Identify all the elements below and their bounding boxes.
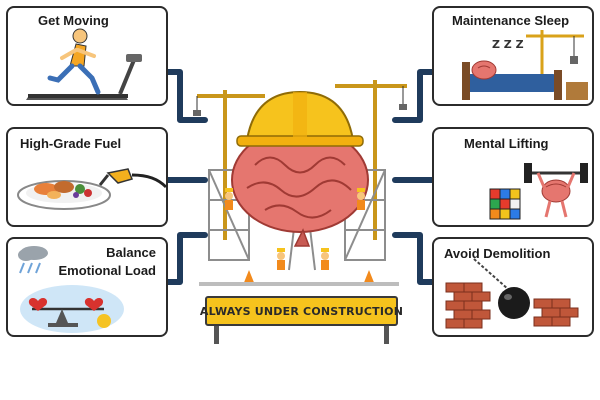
card-title: Maintenance Sleep xyxy=(452,13,570,28)
card-title: High-Grade Fuel xyxy=(20,136,122,151)
treadmill-runner-icon xyxy=(26,28,142,100)
wrecking-ball-brick-wall-icon xyxy=(445,258,579,329)
card-title-line1: Balance xyxy=(106,245,156,260)
crane-icon xyxy=(193,80,407,240)
brain-under-construction-illustration xyxy=(193,80,407,286)
food-plate-fuel-nozzle-icon xyxy=(17,168,168,210)
heart-scale-icon xyxy=(18,246,124,333)
card-balance-emotional-load: Balance Emotional Load xyxy=(6,237,168,337)
sleeping-brain-bed-icon: Z Z Z xyxy=(462,30,588,100)
card-title: Avoid Demolition xyxy=(444,246,551,261)
card-get-moving: Get Moving xyxy=(6,6,168,106)
card-avoid-demolition: Avoid Demolition xyxy=(432,237,594,337)
card-title-line2: Emotional Load xyxy=(58,263,157,278)
sign-text: ALWAYS UNDER CONSTRUCTION xyxy=(199,304,404,318)
card-title: Get Moving xyxy=(38,13,109,28)
brain-weightlifting-cube-icon xyxy=(489,163,588,220)
card-title: Mental Lifting xyxy=(464,136,549,151)
sign-post-right xyxy=(384,324,389,344)
hard-hat-icon xyxy=(236,90,364,147)
worker-icon xyxy=(225,188,365,270)
card-high-grade-fuel: High-Grade Fuel xyxy=(6,127,168,227)
sign-post-left xyxy=(214,324,219,344)
card-mental-lifting: Mental Lifting xyxy=(432,127,594,227)
card-maintenance-sleep: Z Z Z Maintenance Sleep xyxy=(432,6,594,106)
brain-icon xyxy=(231,127,369,247)
construction-sign: ALWAYS UNDER CONSTRUCTION xyxy=(200,296,403,326)
sleep-z-icon: Z Z Z xyxy=(492,38,524,51)
